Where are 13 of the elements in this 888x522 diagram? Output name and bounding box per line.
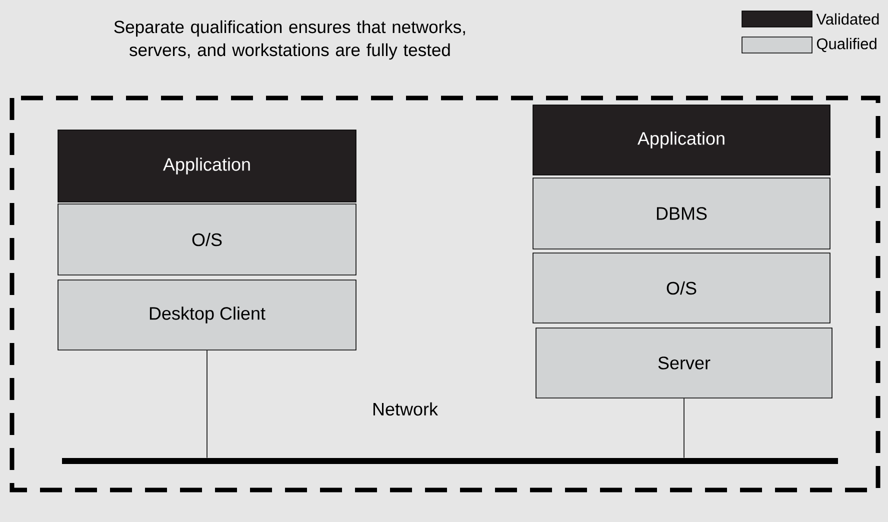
legend-label: Qualified <box>816 38 876 52</box>
validated-layer-box: Application <box>532 104 830 176</box>
title: Separate qualification ensures that networks, servers, and workstations are fully tested <box>114 20 465 60</box>
legend-label: Validated <box>816 13 879 25</box>
qualified-layer-box: Desktop Client <box>58 280 356 350</box>
qualified-layer-box: Server <box>536 328 832 398</box>
connector-line <box>206 350 208 458</box>
network-label: Network <box>373 402 438 416</box>
qualified-layer-box: O/S <box>58 204 356 276</box>
validated-layer-box: Application <box>58 130 356 202</box>
network-bar <box>62 458 838 464</box>
qualified-layer-box: DBMS <box>532 178 830 250</box>
qualified-layer-box: O/S <box>532 252 830 324</box>
